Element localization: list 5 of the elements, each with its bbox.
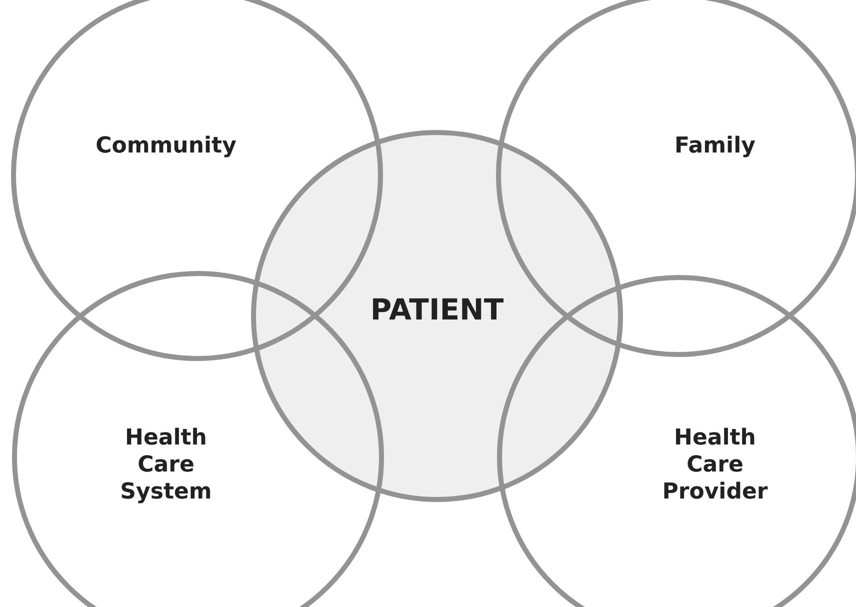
circle-label: Health Care System: [119, 424, 213, 506]
circle-label: Family: [674, 132, 756, 160]
circle-label: Community: [94, 132, 238, 160]
circle-label: PATIENT: [369, 296, 505, 324]
circle-label: Health Care Provider: [661, 424, 769, 506]
